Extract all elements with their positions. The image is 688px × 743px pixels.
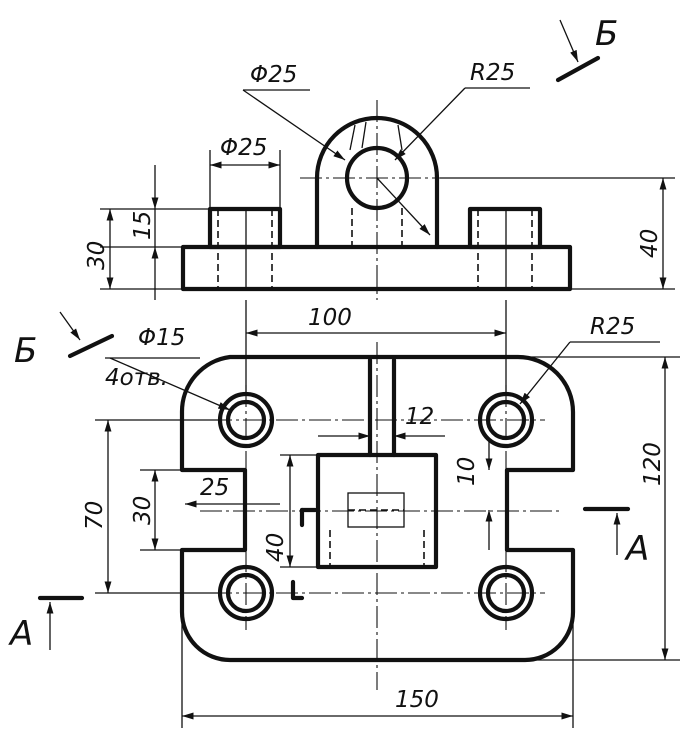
section-a-label-left: А — [8, 614, 33, 654]
section-b-label: Б — [595, 14, 618, 54]
slot-12-label: 12 — [405, 404, 434, 430]
corner-radius-label: R25 — [590, 314, 635, 340]
section-b-label-left: Б — [14, 331, 37, 371]
hatch-line — [349, 124, 356, 151]
dim-120-label: 120 — [640, 442, 666, 486]
boss-diameter-label: Φ25 — [250, 62, 297, 88]
height-15-label: 15 — [130, 211, 156, 240]
boss-radius-label: R25 — [470, 60, 515, 86]
section-arrow — [59, 311, 81, 341]
height-40-label: 40 — [637, 229, 663, 258]
front-dimensions: Φ25 R25 Φ25 15 30 40 — [84, 60, 675, 300]
left-pad-outline — [207, 206, 283, 250]
hatch-line — [361, 121, 367, 149]
top-dimensions: 100 Φ15 4отв. R25 12 10 25 30 40 — [82, 300, 680, 728]
holes-diameter-label: Φ15 — [138, 325, 185, 351]
right-pad-outline — [467, 206, 543, 250]
span-100-label: 100 — [308, 305, 352, 331]
section-mark-b-top: Б — [555, 14, 618, 83]
dim-150-label: 150 — [395, 687, 439, 713]
section-arrow — [559, 19, 579, 63]
dim-30-label: 30 — [130, 496, 156, 525]
leader-line — [242, 89, 346, 161]
radius-line — [376, 177, 431, 236]
section-mark-b-left: Б — [14, 311, 115, 371]
section-cut — [290, 579, 305, 601]
section-a-label: А — [624, 529, 649, 569]
leader-line — [109, 357, 231, 411]
height-30-label: 30 — [84, 241, 110, 270]
dim-70-label: 70 — [82, 501, 108, 530]
holes-count-label: 4отв. — [105, 365, 168, 391]
section-mark-a-right: А — [582, 506, 649, 569]
leader-line — [519, 341, 571, 405]
dim-10-label: 10 — [454, 457, 480, 486]
section-stroke — [67, 333, 115, 359]
hatch-line — [397, 124, 403, 151]
front-view — [180, 100, 573, 300]
section-stroke — [555, 55, 601, 83]
dim-40-label: 40 — [263, 533, 289, 562]
dim-25-label: 25 — [200, 475, 229, 501]
base-outline — [179, 354, 576, 663]
pad-diameter-label: Φ25 — [220, 135, 267, 161]
leader-line — [394, 87, 466, 161]
section-mark-a-left: А — [8, 595, 85, 654]
top-view — [179, 342, 576, 690]
